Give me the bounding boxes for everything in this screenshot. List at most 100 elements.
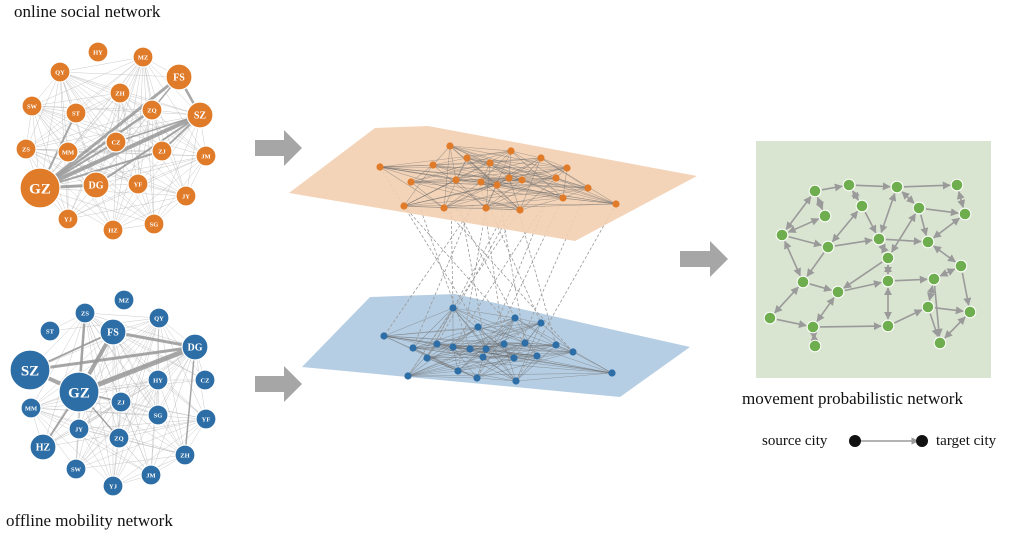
orange-layer-node bbox=[584, 184, 592, 192]
online-edge bbox=[25, 148, 139, 185]
orange-layer-edge bbox=[480, 181, 617, 205]
movement-node bbox=[775, 228, 789, 242]
blue-layer-edge bbox=[426, 357, 613, 374]
blue-layer-edge bbox=[515, 372, 613, 382]
offline-edge bbox=[30, 407, 152, 476]
online-node-hy: HY bbox=[87, 41, 109, 63]
offline-node-hy: HY bbox=[147, 369, 169, 391]
blue-layer-edge bbox=[513, 344, 557, 359]
online-edge bbox=[39, 187, 187, 197]
online-edge bbox=[67, 114, 201, 220]
offline-edge bbox=[150, 346, 196, 476]
blue-layer-node bbox=[380, 332, 388, 340]
online-strong-edge bbox=[95, 114, 201, 186]
orange-layer-edge bbox=[432, 164, 510, 179]
movement-edge bbox=[819, 322, 882, 331]
online-node-circle bbox=[151, 140, 173, 162]
online-edge bbox=[137, 109, 153, 185]
orange-layer-node bbox=[559, 194, 567, 202]
orange-layer-edge bbox=[403, 187, 589, 207]
online-node-label: DG bbox=[89, 181, 104, 192]
offline-node-label: JM bbox=[146, 472, 155, 479]
offline-edge bbox=[78, 428, 152, 476]
orange-layer-node bbox=[563, 164, 571, 172]
movement-node bbox=[921, 235, 935, 249]
movement-edge bbox=[851, 190, 860, 201]
blue-layer-node bbox=[569, 348, 577, 356]
online-edge bbox=[31, 105, 139, 185]
movement-edge bbox=[821, 183, 843, 192]
offline-edge bbox=[84, 312, 160, 319]
orange-layer-edge bbox=[455, 179, 482, 183]
blue-layer-node bbox=[511, 314, 519, 322]
blue-layer-edge bbox=[513, 357, 613, 374]
blue-layer-node bbox=[552, 341, 560, 349]
offline-edge bbox=[75, 379, 159, 470]
orange-layer-edge bbox=[521, 177, 557, 181]
offline-node-mz: MZ bbox=[113, 289, 135, 311]
online-network-title: online social network bbox=[14, 2, 161, 21]
blue-layer-edge bbox=[524, 342, 613, 374]
orange-layer-node bbox=[446, 142, 454, 150]
orange-layer-edge bbox=[403, 203, 617, 207]
blue-layer-edge bbox=[436, 317, 516, 345]
blue-layer-node bbox=[409, 344, 417, 352]
orange-layer-edge bbox=[510, 150, 542, 159]
movement-node bbox=[763, 311, 777, 325]
online-node-label: ZS bbox=[22, 146, 30, 153]
blue-layer-edge bbox=[536, 351, 574, 357]
orange-layer-edge bbox=[485, 207, 521, 211]
offline-node-jy: JY bbox=[68, 418, 90, 440]
orange-layer-edge bbox=[480, 181, 521, 211]
online-strong-edge bbox=[39, 75, 180, 190]
movement-edge bbox=[831, 210, 859, 243]
movement-edge bbox=[920, 214, 929, 237]
offline-node-label: FS bbox=[107, 328, 119, 339]
online-edge bbox=[137, 155, 207, 185]
orange-layer-edge bbox=[485, 187, 589, 209]
online-edge bbox=[115, 56, 144, 143]
online-strong-edge bbox=[39, 150, 163, 189]
orange-layer-edge bbox=[403, 179, 523, 207]
orange-layer-edge bbox=[562, 197, 617, 205]
movement-node bbox=[872, 232, 886, 246]
movement-edge bbox=[879, 192, 897, 234]
offline-edge bbox=[157, 379, 186, 456]
blue-layer-edge bbox=[476, 317, 516, 379]
offline-node-label: ZS bbox=[81, 310, 89, 317]
online-node-label: JY bbox=[182, 193, 190, 200]
online-edge bbox=[67, 183, 139, 220]
offline-node-sg: SG bbox=[147, 404, 169, 426]
blue-layer-edge bbox=[412, 326, 479, 349]
orange-layer-edge bbox=[485, 167, 568, 209]
orange-layer-node bbox=[463, 154, 471, 162]
legend-target-dot bbox=[916, 435, 928, 447]
blue-layer-node bbox=[608, 369, 616, 377]
online-node-label: ZJ bbox=[158, 148, 166, 155]
flow-arrow-bottom bbox=[255, 366, 302, 402]
orange-layer-edge bbox=[485, 179, 523, 209]
movement-node bbox=[818, 209, 832, 223]
movement-edge bbox=[944, 316, 966, 339]
online-edge bbox=[67, 114, 201, 153]
movement-edge bbox=[844, 280, 882, 292]
orange-layer-nodes bbox=[376, 142, 620, 214]
offline-node-dg: DG bbox=[181, 333, 209, 361]
orange-layer-edge bbox=[410, 167, 568, 183]
offline-node-label: SG bbox=[154, 412, 163, 419]
online-node-label: MZ bbox=[138, 54, 148, 61]
orange-layer-edge bbox=[379, 166, 445, 209]
orange-layer-edge bbox=[540, 157, 568, 169]
blue-layer-node bbox=[449, 343, 457, 351]
online-node-yj: YJ bbox=[57, 208, 79, 230]
online-edge bbox=[112, 56, 144, 231]
online-node-circle bbox=[105, 131, 127, 153]
orange-layer-edge bbox=[489, 162, 510, 179]
orange-layer-edge bbox=[466, 150, 512, 159]
orange-layer-edge bbox=[466, 157, 523, 181]
orange-layer-edge bbox=[410, 181, 445, 209]
online-strong-edge bbox=[115, 114, 201, 143]
movement-node bbox=[933, 336, 947, 350]
movement-node bbox=[796, 275, 810, 289]
